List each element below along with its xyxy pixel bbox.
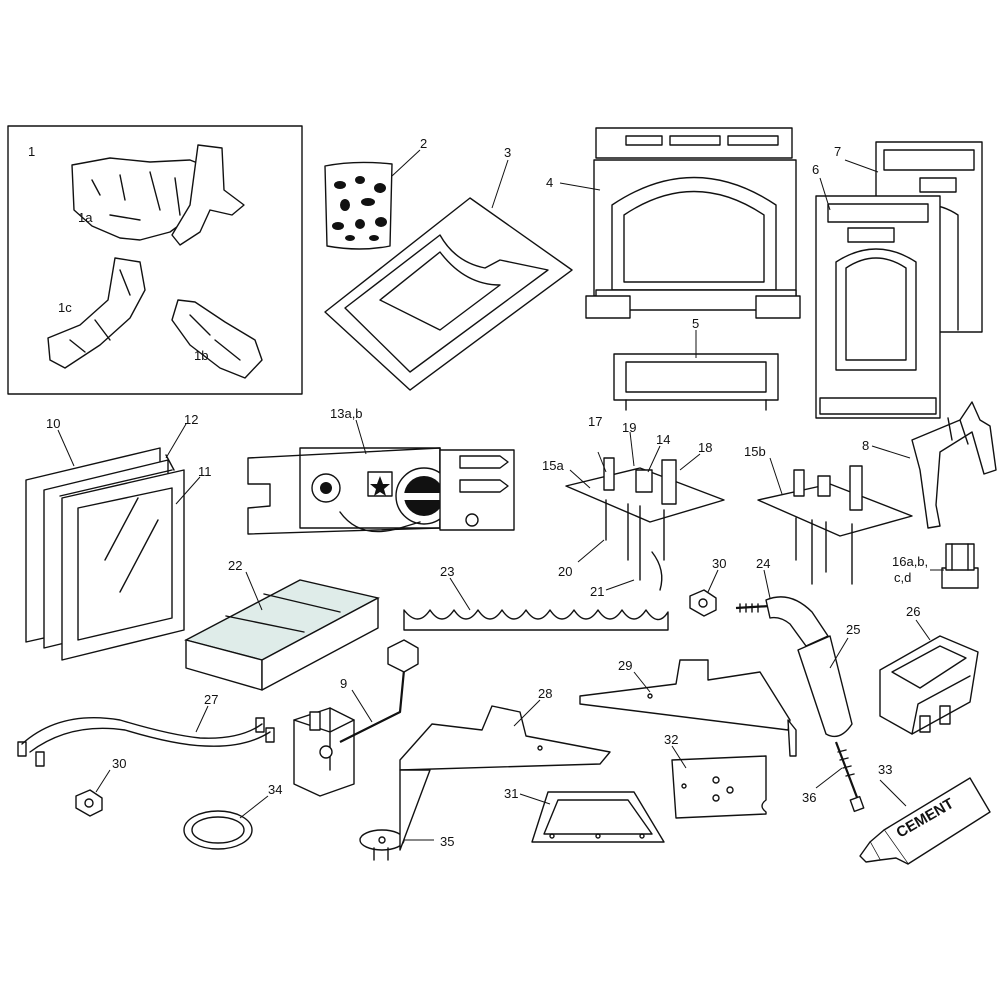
callout-1b: 1b — [194, 348, 208, 363]
part-33-cement-tube: CEMENT — [859, 777, 991, 865]
callout-11: 11 — [198, 464, 212, 479]
callout-32: 32 — [664, 732, 678, 747]
callout-labels: 1 1a 1b 1c 2 3 4 5 6 7 8 9 10 11 12 13a,… — [28, 136, 928, 849]
part-31-gasket — [531, 791, 665, 843]
callout-28: 28 — [538, 686, 552, 701]
part-30-nut-lower — [75, 789, 103, 817]
part-30-nut-upper — [689, 589, 717, 617]
callout-34: 34 — [268, 782, 282, 797]
callout-2: 2 — [420, 136, 427, 151]
part-22-block — [184, 579, 380, 691]
part-32-plate — [671, 755, 767, 819]
part-15a-pilot-assembly — [565, 457, 725, 591]
callout-4: 4 — [546, 175, 553, 190]
callout-35: 35 — [440, 834, 454, 849]
callout-6: 6 — [812, 162, 819, 177]
callout-33: 33 — [878, 762, 892, 777]
callout-17: 17 — [588, 414, 602, 429]
callout-1: 1 — [28, 144, 35, 159]
callout-36: 36 — [802, 790, 816, 805]
part-3-tray — [324, 197, 573, 391]
part-16-fitting — [941, 543, 979, 589]
part-5-louver — [613, 353, 779, 411]
leader-lines — [57, 149, 944, 841]
callout-25: 25 — [846, 622, 860, 637]
callout-14: 14 — [656, 432, 670, 447]
callout-26: 26 — [906, 604, 920, 619]
part-10-12-glass-assembly — [25, 447, 185, 661]
callout-16a: 16a,b, — [892, 554, 928, 569]
callout-3: 3 — [504, 145, 511, 160]
callout-31: 31 — [504, 786, 518, 801]
callout-19: 19 — [622, 420, 636, 435]
part-34-gasket — [183, 810, 253, 850]
part-8-grate — [911, 401, 997, 529]
part-35-clip — [359, 829, 405, 861]
callout-30-lower: 30 — [112, 756, 126, 771]
callout-5: 5 — [692, 316, 699, 331]
part-13-gas-valve — [247, 447, 515, 535]
part-15b-pilot-assembly — [757, 465, 913, 585]
callout-30-upper: 30 — [712, 556, 726, 571]
callout-22: 22 — [228, 558, 242, 573]
callout-18: 18 — [698, 440, 712, 455]
callout-24: 24 — [756, 556, 770, 571]
part-4-front-casting — [585, 127, 801, 319]
callout-21: 21 — [590, 584, 604, 599]
part-2-ember-packet — [324, 161, 393, 250]
part-1-log-set — [7, 125, 303, 395]
callout-1c: 1c — [58, 300, 72, 315]
callout-8: 8 — [862, 438, 869, 453]
callout-23: 23 — [440, 564, 454, 579]
callout-29: 29 — [618, 658, 632, 673]
part-25-elbow-sleeve — [765, 596, 853, 738]
callout-15b: 15b — [744, 444, 766, 459]
part-24-screw — [735, 603, 771, 613]
part-6-door-front — [815, 195, 941, 419]
callout-9: 9 — [340, 676, 347, 691]
callout-15a: 15a — [542, 458, 564, 473]
callout-10: 10 — [46, 416, 60, 431]
callout-7: 7 — [834, 144, 841, 159]
part-36-bolt — [834, 741, 865, 813]
part-26-switch — [879, 635, 979, 735]
callout-12: 12 — [184, 412, 198, 427]
part-27-wire — [17, 717, 275, 767]
part-9-gas-line — [293, 639, 419, 797]
callout-27: 27 — [204, 692, 218, 707]
callout-13: 13a,b — [330, 406, 363, 421]
callout-1a: 1a — [78, 210, 93, 225]
callout-20: 20 — [558, 564, 572, 579]
part-29-bracket — [579, 659, 797, 757]
part-28-bracket — [399, 705, 611, 851]
part-1-box — [7, 125, 303, 395]
part-23-strip — [403, 609, 669, 631]
callout-16b: c,d — [894, 570, 911, 585]
